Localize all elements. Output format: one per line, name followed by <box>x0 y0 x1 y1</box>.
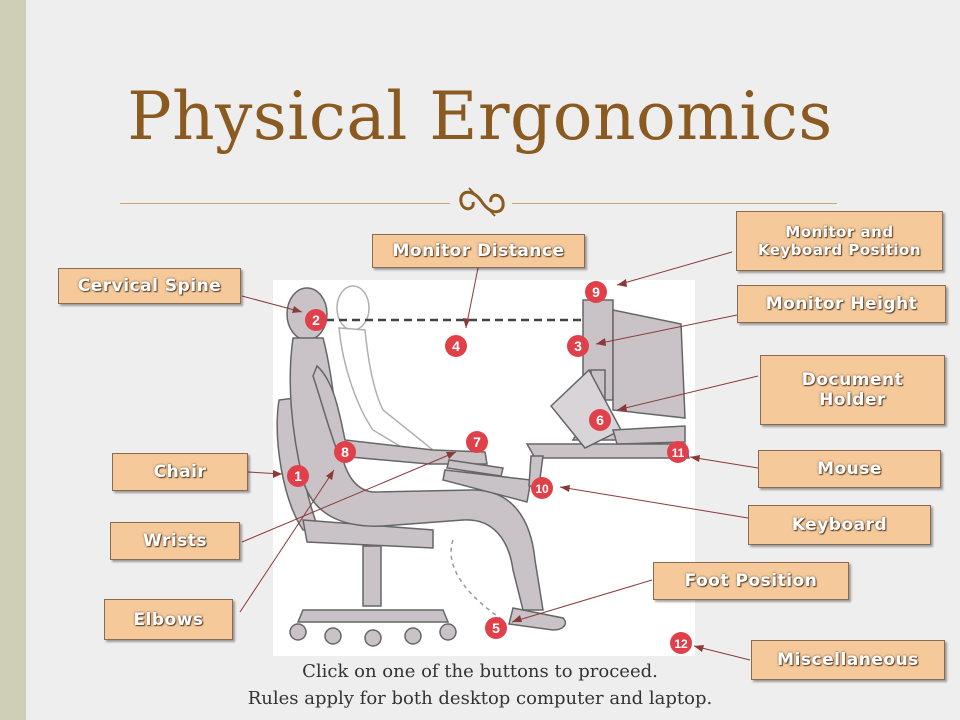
curl-ornament-icon <box>459 187 505 217</box>
foot-position-button[interactable]: Foot Position <box>653 562 849 600</box>
arrowhead-miscellaneous <box>694 645 704 652</box>
chair-button[interactable]: Chair <box>112 453 248 491</box>
keyboard-button[interactable]: Keyboard <box>748 505 931 545</box>
title-divider-left <box>120 203 450 204</box>
monitor-distance-button[interactable]: Monitor Distance <box>372 234 585 268</box>
workstation-drawing <box>276 285 690 647</box>
arrow-mouse <box>689 456 759 469</box>
arrow-miscellaneous <box>693 645 751 661</box>
instruction-line-2: Rules apply for both desktop computer an… <box>247 688 713 709</box>
ergonomics-illustration <box>273 280 695 656</box>
page-title: Physical Ergonomics <box>127 78 833 155</box>
instruction-line-1: Click on one of the buttons to proceed. <box>302 661 658 682</box>
left-decorative-band <box>0 0 26 720</box>
monitor-keyboard-position-button[interactable]: Monitor and Keyboard Position <box>736 211 943 271</box>
cervical-spine-button[interactable]: Cervical Spine <box>58 268 241 304</box>
wrists-button[interactable]: Wrists <box>110 522 240 560</box>
elbows-button[interactable]: Elbows <box>104 599 233 640</box>
miscellaneous-button[interactable]: Miscellaneous <box>751 640 945 680</box>
title-divider-right <box>512 203 837 204</box>
mouse-button[interactable]: Mouse <box>758 450 941 488</box>
monitor-height-button[interactable]: Monitor Height <box>737 285 946 323</box>
document-holder-button[interactable]: Document Holder <box>760 355 945 425</box>
